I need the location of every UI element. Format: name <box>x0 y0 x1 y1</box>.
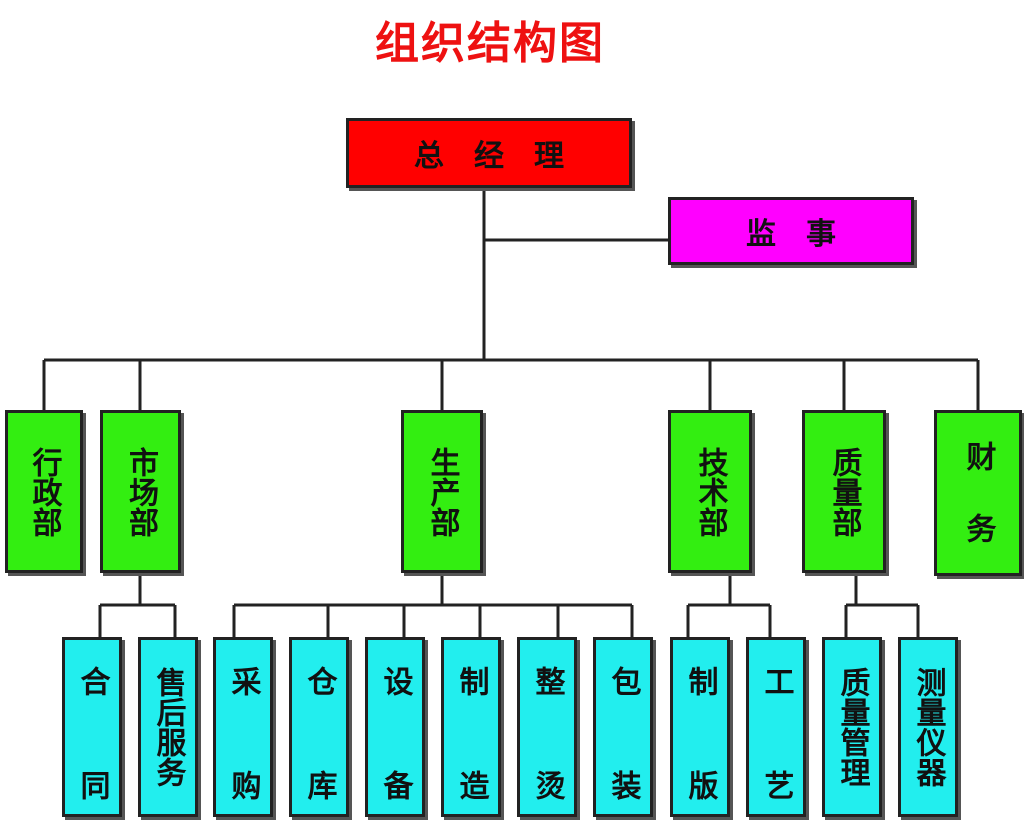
dept-production: 生产部 <box>401 410 483 573</box>
unit-after-sales-label: 售后服务 <box>150 667 186 787</box>
unit-contract-label-1: 合 <box>74 666 110 696</box>
unit-ironing-label-2: 烫 <box>529 770 565 800</box>
unit-contract: 合 同 <box>62 637 122 817</box>
unit-contract-label-2: 同 <box>74 770 110 800</box>
unit-packaging-label-2: 装 <box>605 770 641 800</box>
dept-tech-label: 技术部 <box>692 446 728 537</box>
unit-instruments-label: 测量仪器 <box>910 667 946 787</box>
dept-admin-label: 行政部 <box>26 446 62 537</box>
unit-equipment: 设 备 <box>365 637 425 817</box>
dept-quality-label: 质量部 <box>826 446 862 537</box>
unit-process-label-2: 艺 <box>758 770 794 800</box>
unit-process-label-1: 工 <box>758 666 794 696</box>
unit-after-sales: 售后服务 <box>138 637 198 817</box>
general-manager-label: 总 经 理 <box>414 139 564 174</box>
general-manager-box: 总 经 理 <box>346 118 632 188</box>
unit-packaging: 包 装 <box>593 637 653 817</box>
unit-pattern-label-2: 版 <box>682 770 718 800</box>
unit-warehouse-label-1: 仓 <box>301 666 337 696</box>
unit-ironing: 整 烫 <box>517 637 577 817</box>
page-title: 组织结构图 <box>375 18 605 69</box>
dept-tech: 技术部 <box>668 410 752 573</box>
unit-equipment-label-1: 设 <box>377 666 413 696</box>
unit-warehouse-label-2: 库 <box>301 770 337 800</box>
dept-finance-label-2: 务 <box>960 513 996 543</box>
unit-pattern-label-1: 制 <box>682 666 718 696</box>
unit-manufacturing-label-1: 制 <box>453 666 489 696</box>
unit-process: 工 艺 <box>746 637 806 817</box>
unit-purchasing: 采 购 <box>213 637 273 817</box>
dept-market: 市场部 <box>100 410 181 573</box>
unit-manufacturing: 制 造 <box>441 637 501 817</box>
unit-warehouse: 仓 库 <box>289 637 349 817</box>
dept-quality: 质量部 <box>802 410 886 573</box>
unit-manufacturing-label-2: 造 <box>453 770 489 800</box>
dept-market-label: 市场部 <box>123 446 158 537</box>
unit-quality-mgmt-label: 质量管理 <box>834 667 870 787</box>
unit-quality-mgmt: 质量管理 <box>822 637 882 817</box>
dept-production-label: 生产部 <box>424 446 460 537</box>
unit-pattern: 制 版 <box>670 637 730 817</box>
unit-packaging-label-1: 包 <box>605 666 641 696</box>
dept-admin: 行政部 <box>5 410 83 573</box>
unit-ironing-label-1: 整 <box>529 666 565 696</box>
unit-equipment-label-2: 备 <box>377 770 413 800</box>
dept-finance: 财 务 <box>934 410 1022 576</box>
dept-finance-label-1: 财 <box>960 441 996 471</box>
unit-purchasing-label-1: 采 <box>225 666 261 696</box>
unit-purchasing-label-2: 购 <box>225 770 261 800</box>
unit-instruments: 测量仪器 <box>898 637 958 817</box>
supervisor-box: 监 事 <box>668 197 914 265</box>
supervisor-label: 监 事 <box>746 217 836 252</box>
